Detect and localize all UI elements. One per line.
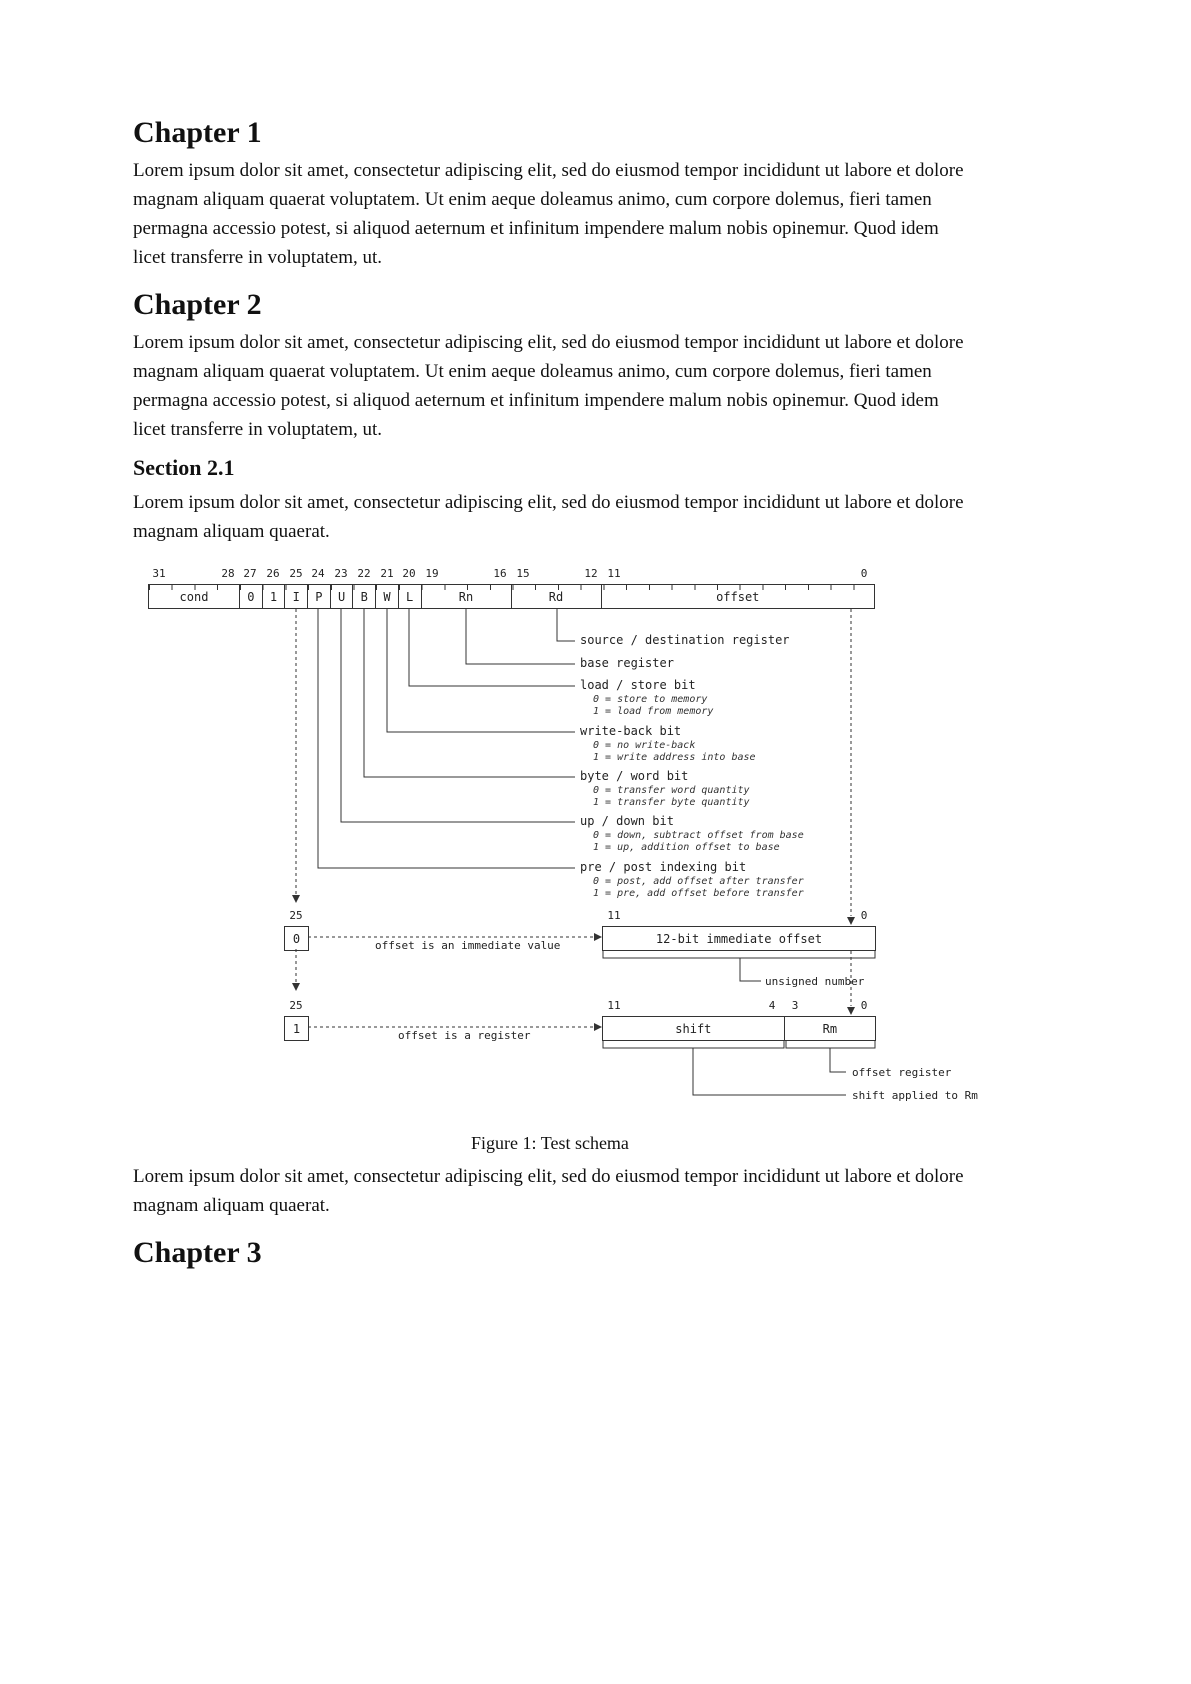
bit-ruler-26: 26	[266, 567, 280, 580]
after-figure-paragraph: Lorem ipsum dolor sit amet, consectetur …	[133, 1166, 964, 1216]
annotation-base-register: base register	[580, 656, 674, 670]
bit-ruler-27: 27	[243, 567, 257, 580]
reg-bit3-label: 3	[791, 999, 799, 1012]
reg-bit11-label: 11	[607, 999, 621, 1012]
reg-arrow-text: offset is a register	[398, 1029, 531, 1042]
bit-ruler-16: 16	[493, 567, 507, 580]
field-rd: Rd	[510, 585, 601, 608]
chapter-1-title: Chapter 1	[133, 116, 262, 149]
reg-bit4-label: 4	[768, 999, 776, 1012]
bit-ruler-20: 20	[402, 567, 416, 580]
reg-bit25-label: 25	[289, 999, 303, 1012]
imm-bit11-label: 11	[607, 909, 621, 922]
rm-box: Rm	[783, 1017, 875, 1040]
section-2-1-title: Section 2.1	[133, 455, 235, 480]
instruction-format-diagram: 31 28 27 26 25 24 23 22 21 20 19 16 15 1…	[133, 560, 978, 1120]
imm-arrow-text: offset is an immediate value	[375, 939, 561, 952]
document-page: Chapter 1 Lorem ipsum dolor sit amet, co…	[133, 0, 978, 1269]
bit-ruler-25: 25	[289, 567, 303, 580]
immediate-offset-box: 12-bit immediate offset	[602, 926, 876, 951]
field-b-bit: B	[352, 585, 375, 608]
shift-rm-box: shift Rm	[602, 1016, 876, 1041]
field-p-bit: P	[307, 585, 330, 608]
bit-tick-marks	[149, 585, 874, 590]
chapter-2-title: Chapter 2	[133, 288, 262, 321]
bit-ruler-24: 24	[311, 567, 325, 580]
reg-i-value-box: 1	[284, 1016, 309, 1041]
bit-ruler-28: 28	[221, 567, 235, 580]
chapter-3-title: Chapter 3	[133, 1236, 262, 1269]
annotation-write-back-bit: write-back bit 0 = no write-back 1 = wri…	[580, 724, 756, 764]
bit-ruler-31: 31	[152, 567, 166, 580]
annotation-byte-word-bit: byte / word bit 0 = transfer word quanti…	[580, 769, 750, 809]
bit-ruler-11: 11	[607, 567, 621, 580]
chapter-2-paragraph: Lorem ipsum dolor sit amet, consectetur …	[133, 332, 964, 440]
field-l-bit: L	[397, 585, 421, 608]
offset-register-label: offset register	[852, 1066, 952, 1079]
figure-caption: Figure 1: Test schema	[471, 1133, 629, 1153]
section-2-1-paragraph: Lorem ipsum dolor sit amet, consectetur …	[133, 492, 964, 542]
bit-ruler-12: 12	[584, 567, 598, 580]
imm-bit25-label: 25	[289, 909, 303, 922]
annotation-up-down-bit: up / down bit 0 = down, subtract offset …	[580, 814, 804, 854]
annotation-pre-post-indexing-bit: pre / post indexing bit 0 = post, add of…	[580, 860, 804, 900]
unsigned-number-label: unsigned number	[765, 975, 865, 988]
field-i-bit: I	[284, 585, 307, 608]
field-u-bit: U	[329, 585, 353, 608]
field-w-bit: W	[375, 585, 398, 608]
shift-box: shift	[675, 1021, 712, 1036]
bit-ruler-19: 19	[425, 567, 439, 580]
bit-ruler-0: 0	[860, 567, 868, 580]
bit-ruler-22: 22	[357, 567, 371, 580]
reg-bit0-label: 0	[860, 999, 868, 1012]
shift-applied-label: shift applied to Rm	[852, 1089, 978, 1102]
annotation-source-dest-register: source / destination register	[580, 633, 790, 647]
bit-ruler-21: 21	[380, 567, 394, 580]
annotation-load-store-bit: load / store bit 0 = store to memory 1 =…	[580, 678, 714, 718]
field-offset: offset	[600, 585, 875, 608]
register-box: cond 0 1 I P U B W L Rn Rd offset	[148, 584, 875, 609]
field-bit26: 1	[261, 585, 285, 608]
field-rn: Rn	[420, 585, 511, 608]
imm-i-value-box: 0	[284, 926, 309, 951]
bit-ruler-15: 15	[516, 567, 530, 580]
field-cond: cond	[179, 589, 209, 604]
imm-bit0-label: 0	[860, 909, 868, 922]
field-bit27: 0	[239, 585, 262, 608]
chapter-1-paragraph: Lorem ipsum dolor sit amet, consectetur …	[133, 160, 964, 268]
bit-ruler-23: 23	[334, 567, 348, 580]
